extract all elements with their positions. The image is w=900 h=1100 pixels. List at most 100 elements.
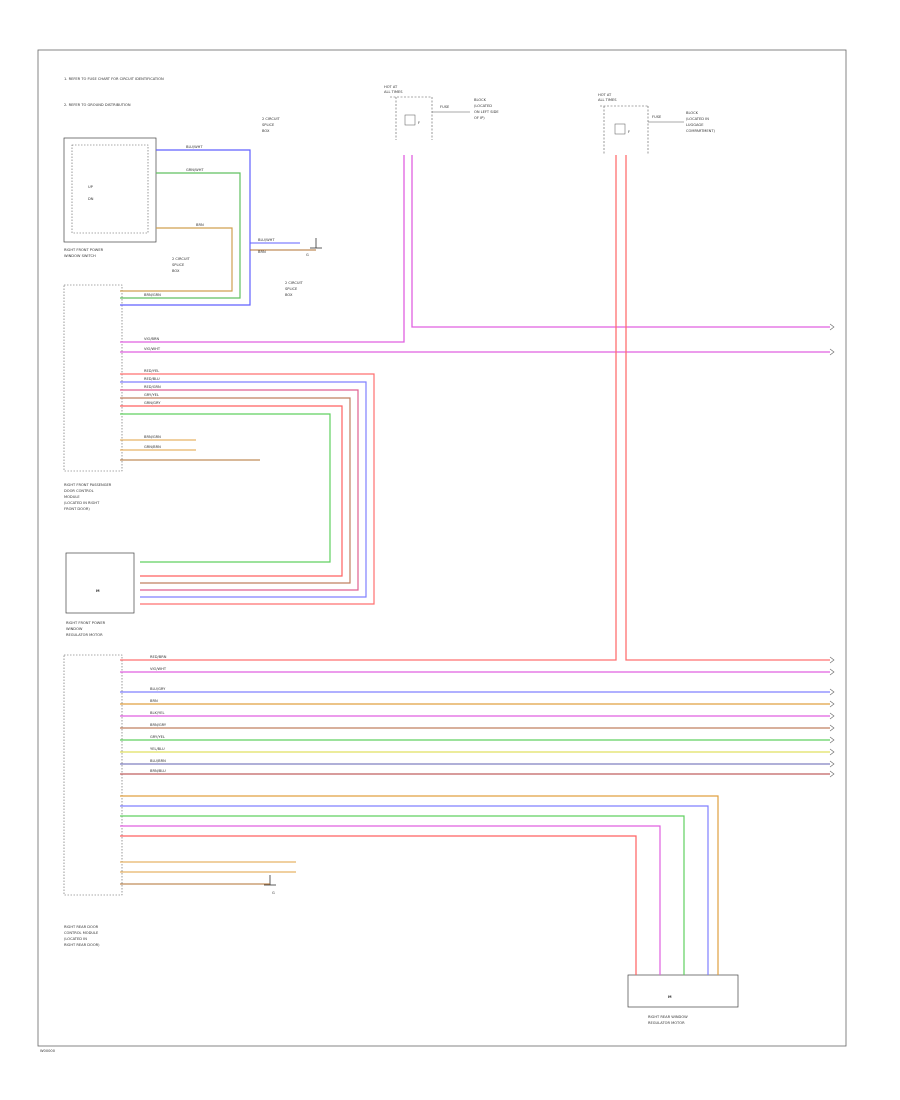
hot-1-line-1: HOT AT	[384, 85, 398, 89]
rf-module-label-2: DOOR CONTROL	[64, 489, 94, 493]
wire-label-2: GRN/WHT	[186, 168, 204, 172]
wire-rf-5	[120, 405, 343, 577]
wire-label-9: RED/BLU	[144, 377, 160, 381]
wire-rf-2	[120, 381, 367, 598]
wire-label-6: VIO/BRN	[144, 337, 160, 341]
fuse-1-desc-4: ON LEFT SIDE	[474, 110, 499, 114]
wire-rf-6	[120, 413, 331, 563]
rf-motor-m: M	[96, 589, 100, 593]
rf-switch-label-2: WINDOW SWITCH	[64, 254, 96, 258]
rr-module-label-4: RIGHT REAR DOOR)	[64, 943, 100, 947]
ground-1: G	[306, 238, 322, 257]
wire-label-20: BLK/YEL	[150, 711, 165, 715]
fuse-2-label: F	[628, 130, 630, 134]
rf-module-label-3: MODULE	[64, 495, 80, 499]
wire-blue-top	[120, 149, 251, 306]
splice-2-line-3: BOX	[172, 269, 180, 273]
right-connectors	[829, 323, 835, 778]
wire-label-5: BLU/WHT	[258, 238, 275, 242]
wire-rrm-1	[120, 795, 719, 975]
wire-label-11: GRY/YEL	[144, 393, 159, 397]
fuse-2-desc-4: LUGGAGE	[686, 123, 704, 127]
wire-label-13: BRN/GRN	[144, 435, 161, 439]
wire-fuse2-feed-2	[625, 155, 830, 661]
splice-3-line-2: SPLICE	[285, 287, 298, 291]
rr-motor-m: M	[668, 995, 672, 999]
rf-module-label-1: RIGHT FRONT PASSENGER	[64, 483, 112, 487]
wire-label-7: VIO/WHT	[144, 347, 161, 351]
wire-rf-1	[120, 373, 375, 605]
rf-window-switch: UP DN RIGHT FRONT POWER WINDOW SWITCH	[63, 137, 157, 258]
rr-motor-label-1: RIGHT REAR WINDOW	[648, 1015, 688, 1019]
rf-motor-label-2: WINDOW	[66, 627, 83, 631]
wire-label-8: RED/YEL	[144, 369, 159, 373]
splice-2-line-2: SPLICE	[172, 263, 185, 267]
footer-code: W00000	[40, 1049, 56, 1053]
wire-rrm-2	[120, 805, 709, 975]
rr-window-motor: M RIGHT REAR WINDOW REGULATOR MOTOR	[627, 974, 739, 1025]
rf-door-module: RIGHT FRONT PASSENGER DOOR CONTROL MODUL…	[63, 284, 123, 511]
wire-tan-top	[120, 227, 233, 292]
rf-module-label-5: FRONT DOOR)	[64, 507, 90, 511]
rr-module-label-3: (LOCATED IN	[64, 937, 87, 941]
rf-module-label-4: (LOCATED IN RIGHT	[64, 501, 100, 505]
wire-rf-4	[120, 397, 351, 584]
rf-motor-label-1: RIGHT FRONT POWER	[66, 621, 106, 625]
fuse-block-2: HOT AT ALL TIMES F FUSE BLOCK (LOCATED I…	[598, 93, 716, 155]
wire-label-22: GRY/YEL	[150, 735, 165, 739]
ground-2: G	[264, 875, 276, 895]
rr-module-label-2: CONTROL MODULE	[64, 931, 99, 935]
rr-module-label-1: RIGHT REAR DOOR	[64, 925, 99, 929]
splice-3-line-3: BOX	[285, 293, 293, 297]
note-1: 1. REFER TO FUSE CHART FOR CIRCUIT IDENT…	[64, 77, 164, 81]
wire-rrm-3	[120, 815, 685, 975]
wire-label-23: YEL/BLU	[150, 747, 165, 751]
wire-label-4: BRN/GRN	[144, 293, 161, 297]
wire-green-top	[120, 172, 241, 299]
wire-rrm-4	[120, 825, 661, 975]
fuse-2-desc-2: BLOCK	[686, 111, 699, 115]
diagram-frame	[37, 49, 847, 1047]
wire-violet-feed-1	[120, 155, 405, 343]
wire-label-19: BRN	[150, 699, 158, 703]
splice-1-line-3: BOX	[262, 129, 270, 133]
splice-3-line-1: 2 CIRCUIT	[285, 281, 304, 285]
fuse-1-desc-5: OF IP)	[474, 116, 485, 120]
rf-motor-label-3: REGULATOR MOTOR	[66, 633, 103, 637]
wire-label-18: BLU/GRY	[150, 687, 166, 691]
switch-terminal-1: UP	[88, 185, 94, 189]
rr-motor-label-2: REGULATOR MOTOR	[648, 1021, 685, 1025]
wire-label-25: BRN/BLU	[150, 769, 166, 773]
splice-1-line-2: SPLICE	[262, 123, 275, 127]
ground-2-label: G	[272, 891, 275, 895]
wire-label-24: BLU/BRN	[150, 759, 166, 763]
fuse-2-desc-5: COMPARTMENT)	[686, 129, 716, 133]
wire-label-3: BRN	[196, 223, 204, 227]
wire-label-1: BLU/WHT	[186, 145, 203, 149]
fuse-1-desc-2: BLOCK	[474, 98, 487, 102]
wire-label-16: RED/BRN	[150, 655, 167, 659]
hot-2-line-1: HOT AT	[598, 93, 612, 97]
hot-1-line-2: ALL TIMES	[384, 90, 403, 94]
fuse-1-label: F	[418, 121, 420, 125]
wire-violet-feed-2	[411, 155, 830, 328]
note-2: 2. REFER TO GROUND DISTRIBUTION	[64, 103, 131, 107]
wire-fuse2-feed-1	[120, 155, 617, 661]
ground-1-label: G	[306, 253, 309, 257]
hot-2-line-2: ALL TIMES	[598, 98, 617, 102]
wire-label-15: BRN	[258, 250, 266, 254]
splice-2-line-1: 2 CIRCUIT	[172, 257, 191, 261]
fuse-1-desc-3: (LOCATED	[474, 104, 492, 108]
fuse-2-desc-3: (LOCATED IN	[686, 117, 709, 121]
splice-1-line-1: 2 CIRCUIT	[262, 117, 281, 121]
fuse-1-desc-1: FUSE	[440, 105, 450, 109]
rf-window-motor: M RIGHT FRONT POWER WINDOW REGULATOR MOT…	[65, 552, 135, 637]
wire-label-21: BRN/GRY	[150, 723, 167, 727]
wire-label-12: GRN/GRY	[144, 401, 161, 405]
rf-switch-label-1: RIGHT FRONT POWER	[64, 248, 104, 252]
wire-rrm-5	[120, 835, 637, 975]
rr-door-module: RIGHT REAR DOOR CONTROL MODULE (LOCATED …	[63, 654, 123, 947]
wire-label-14: GRN/BRN	[144, 445, 161, 449]
fuse-2-desc-1: FUSE	[652, 115, 662, 119]
